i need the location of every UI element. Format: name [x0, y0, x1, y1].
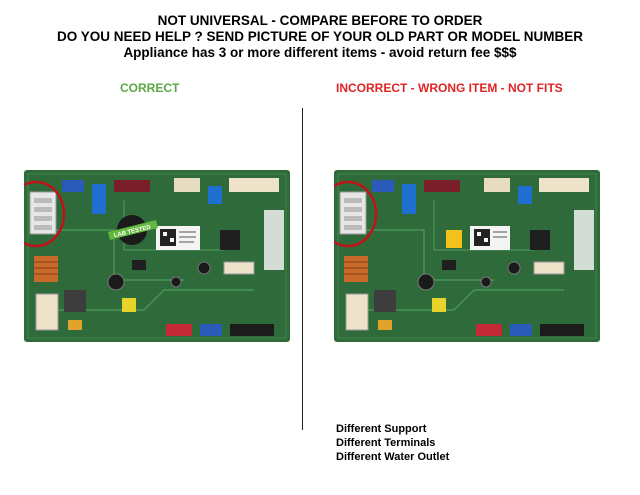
difference-item: Different Support [336, 423, 427, 435]
header-line-1: NOT UNIVERSAL - COMPARE BEFORE TO ORDER [157, 13, 483, 28]
correct-board-image: LAB TESTED [24, 170, 290, 342]
difference-item: Different Water Outlet [336, 451, 450, 463]
divider-line [302, 108, 303, 430]
incorrect-board-image [334, 170, 600, 342]
header-line-3: Appliance has 3 or more different items … [123, 45, 517, 60]
correct-label: CORRECT [120, 81, 180, 95]
difference-notes: Different Support Different Terminals Di… [336, 422, 449, 464]
difference-item: Different Terminals [336, 437, 436, 449]
incorrect-label: INCORRECT - WRONG ITEM - NOT FITS [336, 81, 563, 95]
header-line-2: DO YOU NEED HELP ? SEND PICTURE OF YOUR … [56, 29, 584, 44]
